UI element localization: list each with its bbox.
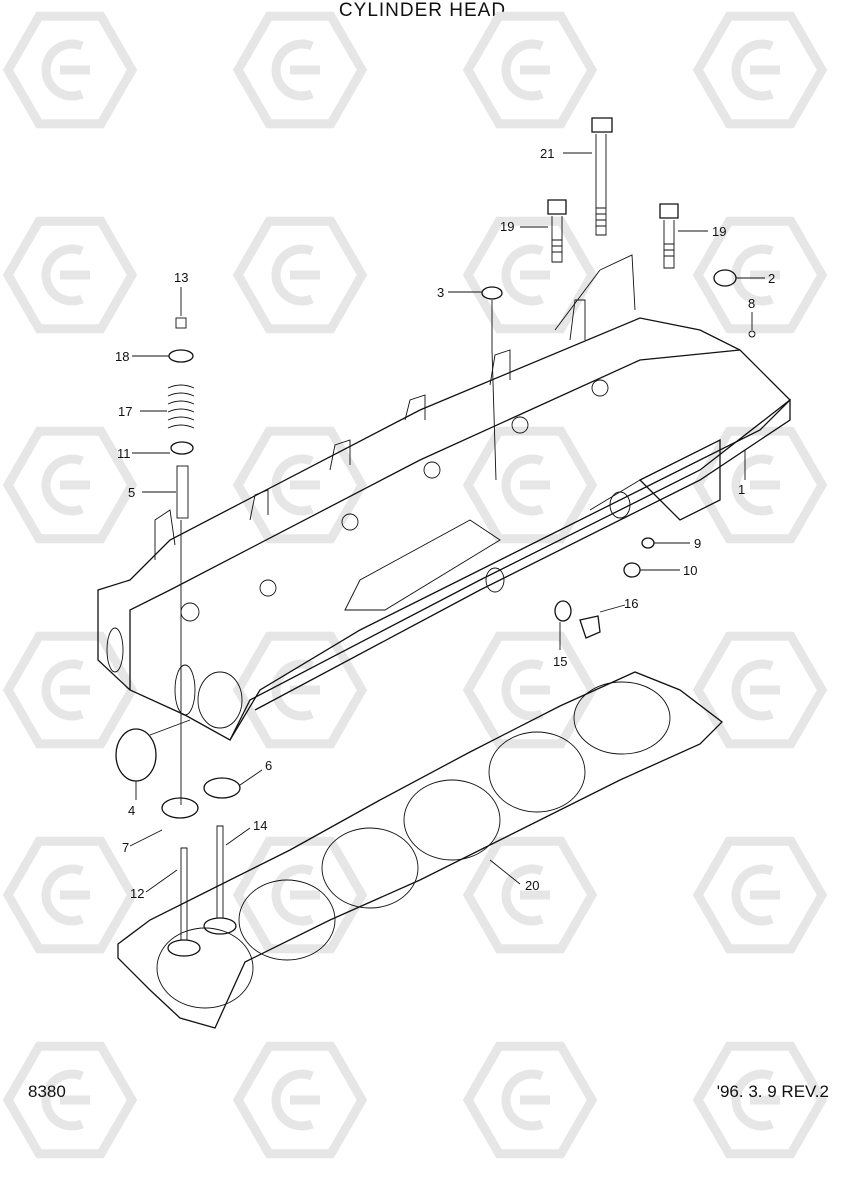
- callout-8: 8: [748, 296, 755, 311]
- callout-3: 3: [437, 285, 444, 300]
- callout-4: 4: [128, 803, 135, 818]
- head-gasket[interactable]: [117, 671, 723, 1029]
- callout-1: 1: [738, 482, 745, 497]
- seal-rings[interactable]: [115, 269, 756, 819]
- head-bolt-right[interactable]: [659, 203, 679, 269]
- callout-9: 9: [694, 536, 701, 551]
- callout-16: 16: [624, 596, 638, 611]
- watermark-logo-icon: [2, 11, 828, 1159]
- head-bolt-left[interactable]: [547, 199, 567, 263]
- callout-19-right: 19: [712, 224, 726, 239]
- cylinder-head-block[interactable]: [97, 299, 791, 741]
- callout-11: 11: [117, 446, 131, 461]
- page-code: 8380: [28, 1082, 66, 1101]
- page-title: CYLINDER HEAD: [338, 0, 507, 21]
- callout-19-left: 19: [500, 219, 514, 234]
- callout-5: 5: [128, 485, 135, 500]
- callout-13: 13: [174, 270, 188, 285]
- callout-17: 17: [118, 404, 132, 419]
- callout-15: 15: [553, 654, 567, 669]
- callout-18: 18: [115, 349, 129, 364]
- callout-7: 7: [122, 840, 129, 855]
- callout-10: 10: [683, 563, 697, 578]
- valve-spring-assembly[interactable]: [167, 317, 195, 519]
- leader-lines: [129, 152, 765, 893]
- valves[interactable]: [167, 825, 237, 957]
- revision-stamp: '96. 3. 9 REV.2: [716, 1082, 829, 1101]
- callout-2: 2: [768, 271, 775, 286]
- callout-6: 6: [265, 758, 272, 773]
- callout-labels: 21 19 19 3 2 8 13 18 17 11 5 1 9 10 16 1…: [115, 146, 775, 901]
- callout-12: 12: [130, 886, 144, 901]
- callout-14: 14: [253, 818, 267, 833]
- callout-21: 21: [540, 146, 554, 161]
- head-bolt-long[interactable]: [591, 117, 613, 236]
- callout-20: 20: [525, 878, 539, 893]
